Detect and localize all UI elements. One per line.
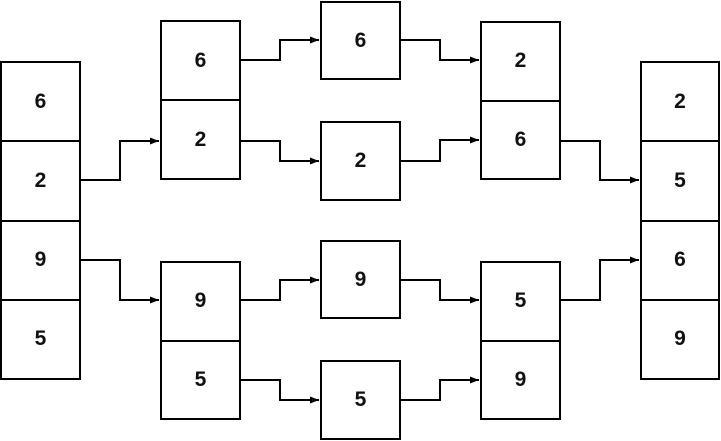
- arrow-splittop-to-single-1: [241, 36, 319, 61]
- arrow-merged-bottom-to-output: [561, 256, 639, 301]
- array-cell: 2: [354, 149, 367, 172]
- split-pair-top-box: 6 2: [160, 20, 241, 180]
- arrow-input-to-split-top: [81, 137, 159, 181]
- array-cell: 2: [2, 140, 79, 219]
- array-cell: 6: [482, 99, 559, 179]
- single-element-box-2: 2: [320, 121, 401, 201]
- array-cell: 5: [642, 140, 718, 219]
- array-cell: 6: [642, 219, 718, 299]
- single-element-box-4: 5: [320, 360, 401, 440]
- array-cell: 9: [194, 289, 207, 313]
- arrow-single-3-to-merged-bottom: [401, 279, 479, 304]
- array-cell: 2: [514, 49, 527, 73]
- split-pair-bottom-box: 9 5: [160, 261, 241, 420]
- array-cell: 6: [34, 89, 47, 113]
- arrow-single-1-to-merged-top: [401, 39, 479, 64]
- sorted-array-box: 2 5 6 9: [640, 61, 720, 380]
- array-cell: 6: [354, 28, 367, 52]
- array-cell: 5: [354, 388, 367, 411]
- array-cell: 9: [482, 339, 559, 419]
- array-cell: 5: [2, 298, 79, 378]
- single-element-box-1: 6: [320, 1, 401, 80]
- merged-pair-top-box: 2 6: [480, 21, 561, 180]
- array-cell: 6: [194, 48, 207, 72]
- arrow-single-2-to-merged-top: [401, 136, 479, 162]
- array-cell: 9: [2, 219, 79, 299]
- array-cell: 5: [162, 339, 239, 419]
- arrow-input-to-split-bottom: [81, 259, 159, 304]
- arrow-single-4-to-merged-bottom: [401, 376, 479, 401]
- single-element-box-3: 9: [320, 240, 401, 319]
- arrow-splittop-to-single-2: [241, 140, 319, 165]
- array-cell: 9: [354, 267, 367, 291]
- arrow-merged-top-to-output: [561, 140, 639, 184]
- array-cell: 5: [514, 289, 527, 313]
- merged-pair-bottom-box: 5 9: [480, 261, 561, 420]
- array-cell: 2: [674, 89, 686, 113]
- arrow-splitbottom-to-single-3: [241, 276, 319, 301]
- unsorted-array-box: 6 2 9 5: [0, 61, 81, 380]
- arrow-splitbottom-to-single-4: [241, 379, 319, 404]
- array-cell: 2: [162, 99, 239, 178]
- array-cell: 9: [642, 298, 718, 378]
